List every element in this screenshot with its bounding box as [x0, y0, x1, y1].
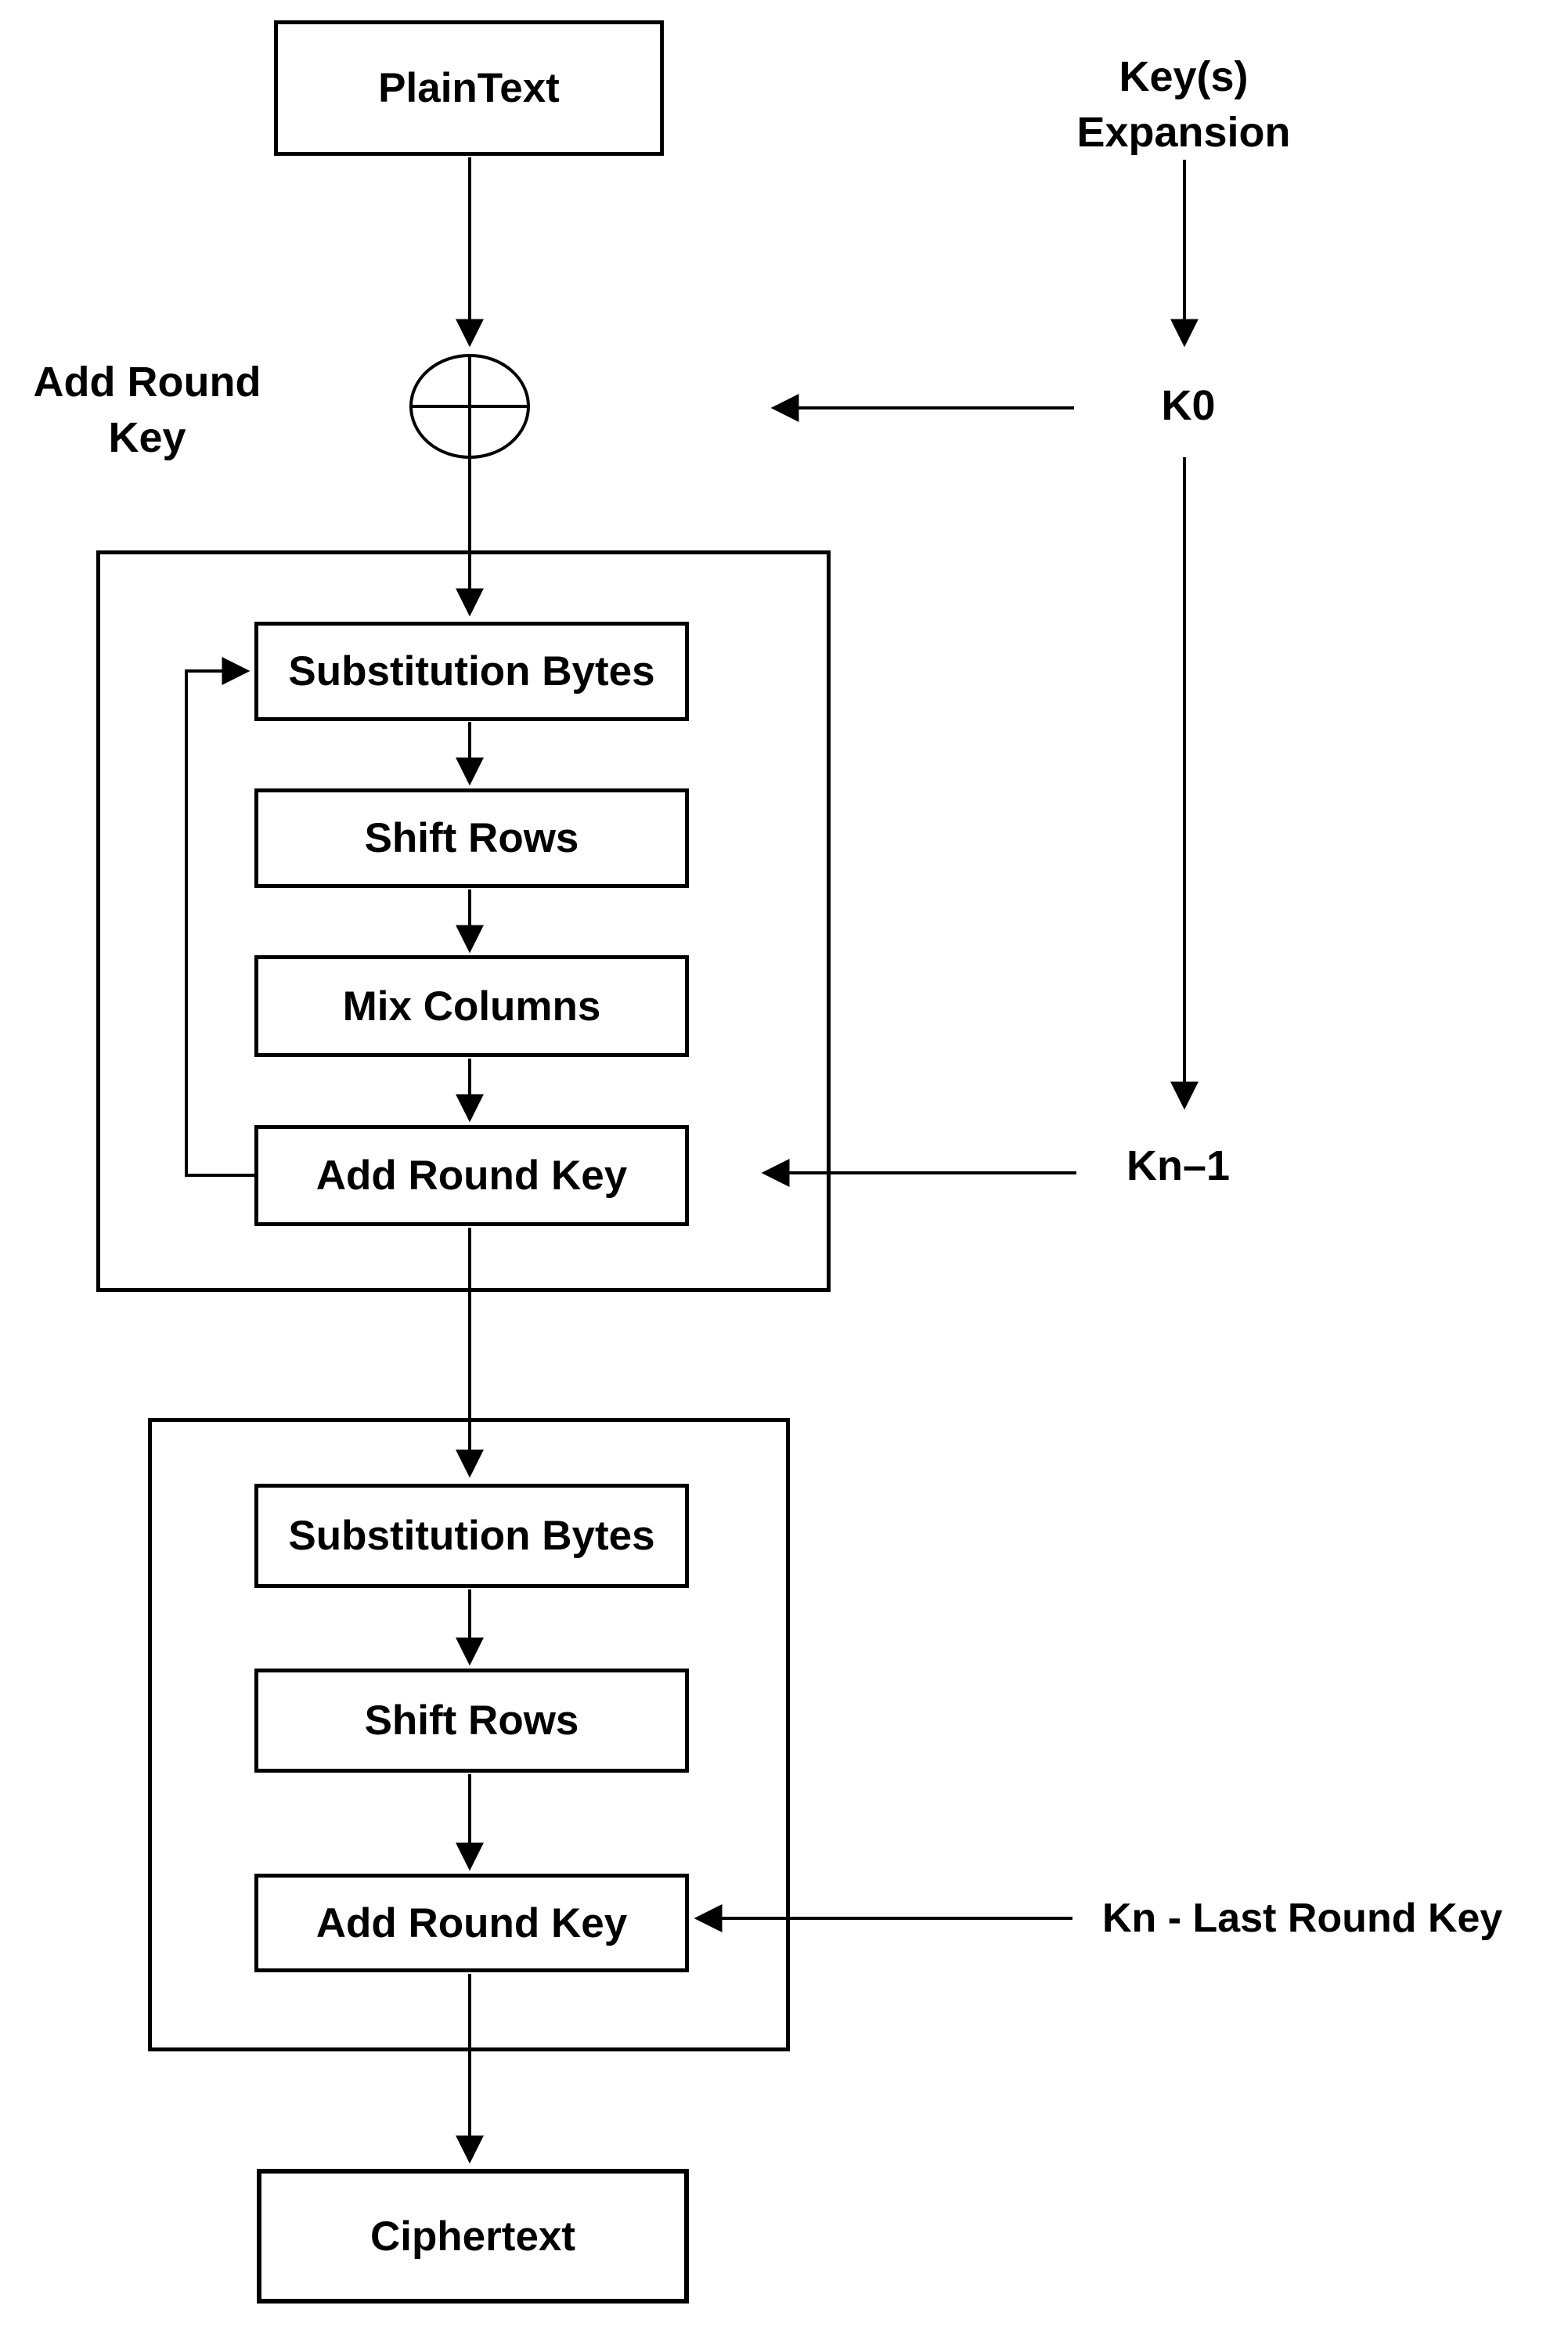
plaintext-box-label: PlainText: [378, 65, 560, 111]
shift-rows-box-round2: Shift Rows: [254, 1669, 689, 1773]
shift-rows-label-round2: Shift Rows: [364, 1697, 579, 1744]
kn-minus-1-label: Kn–1: [1126, 1142, 1231, 1190]
add-round-key-annotation: Add Round Key: [33, 358, 261, 461]
kn-last-round-key-label: Kn - Last Round Key: [1102, 1895, 1503, 1941]
substitution-bytes-label-round2: Substitution Bytes: [288, 1513, 655, 1559]
ciphertext-box-label: Ciphertext: [369, 2213, 576, 2260]
plaintext-box: PlainText: [274, 20, 664, 156]
shift-rows-box-round1: Shift Rows: [254, 788, 689, 888]
add-round-key-box-round1: Add Round Key: [254, 1125, 689, 1226]
k0-label: K0: [1161, 382, 1216, 430]
arrow-loop-ark1-to-sb1: [185, 657, 254, 1177]
shift-rows-label-round1: Shift Rows: [364, 815, 579, 861]
keys-expansion-annotation: Key(s) Expansion: [1076, 52, 1291, 156]
substitution-bytes-box-round1: Substitution Bytes: [254, 622, 689, 721]
add-round-key-label-round2: Add Round Key: [315, 1899, 628, 1946]
mix-columns-label-round1: Mix Columns: [342, 983, 601, 1030]
substitution-bytes-box-round2: Substitution Bytes: [254, 1484, 689, 1588]
add-round-key-label-round1: Add Round Key: [315, 1153, 628, 1199]
round1-container-box: [96, 550, 831, 1292]
round2-container-box: [148, 1418, 790, 2051]
substitution-bytes-label-round1: Substitution Bytes: [288, 648, 655, 694]
mix-columns-box-round1: Mix Columns: [254, 955, 689, 1057]
add-round-key-box-round2: Add Round Key: [254, 1874, 689, 1972]
ciphertext-box: Ciphertext: [257, 2169, 689, 2304]
